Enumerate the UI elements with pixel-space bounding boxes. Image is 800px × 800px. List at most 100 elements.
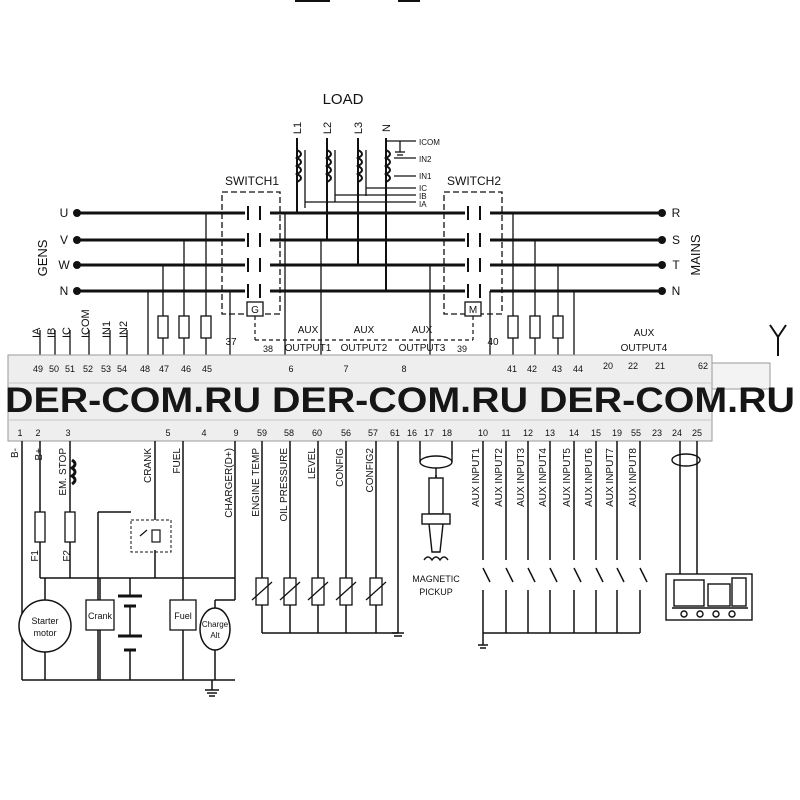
sensor-icon: [251, 577, 387, 606]
lower-labels: B- B+ EM. STOP F1 F2 CRANK FUEL CHARGER(…: [10, 448, 376, 562]
load-phase-label: L3: [353, 122, 365, 134]
crank-relay-box: [85, 599, 115, 631]
terminal-number: 15: [591, 428, 601, 438]
input-label: IN1: [101, 321, 113, 338]
lower-label: B+: [34, 448, 45, 461]
lower-label: F1: [30, 550, 41, 562]
ct-secondary-wires: [304, 140, 416, 208]
ct-label: IA: [419, 200, 427, 209]
aux-output-labels: AUX OUTPUT1 AUX OUTPUT2 AUX OUTPUT3 AUX …: [285, 325, 668, 354]
mains-line-label: T: [672, 258, 680, 272]
ct-coil-icon: [294, 149, 391, 183]
terminal-number: 41: [507, 364, 517, 374]
terminal-number: 58: [284, 428, 294, 438]
terminal-number: 16: [407, 428, 417, 438]
aux-output-label: OUTPUT3: [399, 343, 446, 354]
terminal-number: 11: [501, 428, 510, 438]
magnetic-pickup-label: MAGNETIC: [412, 574, 460, 584]
lower-label: F2: [62, 550, 73, 562]
input-label: IA: [31, 327, 43, 338]
charge-alt-label: Alt: [210, 631, 220, 640]
terminal-number: 53: [101, 364, 111, 374]
fuel-relay-box: [169, 599, 197, 631]
terminal-number: 6: [288, 364, 293, 374]
terminal-number: 60: [312, 428, 322, 438]
terminal-number: 13: [545, 428, 555, 438]
starter-label: motor: [33, 628, 56, 638]
lower-label: CHARGER(D+): [224, 448, 235, 518]
input-label: IN2: [118, 321, 130, 338]
bus-terminal-dots: [73, 209, 666, 295]
aux-output-label: AUX: [634, 328, 655, 339]
aux-output-label: AUX: [412, 325, 433, 336]
antenna-icon: [769, 324, 787, 356]
mains-line-label: R: [672, 206, 681, 220]
terminal-number: 42: [527, 364, 537, 374]
fuse-icon: [157, 315, 564, 339]
ct-label: IN1: [419, 172, 432, 181]
load-phase-label: L1: [292, 122, 304, 134]
terminal-number: 48: [140, 364, 150, 374]
terminal-number: 47: [159, 364, 169, 374]
mains-line-label: N: [672, 284, 681, 298]
watermark-text: DER-COM.RU DER-COM.RU DER-COM.RU: [5, 381, 795, 420]
switch-contact-icon: [247, 206, 481, 298]
load-phase-label: L2: [322, 122, 334, 134]
gens-line-label: N: [60, 284, 69, 298]
ct-label: IB: [419, 192, 427, 201]
terminal-number: 25: [692, 428, 702, 438]
twisted-pair-icon: [671, 453, 701, 467]
gens-line-label: W: [58, 258, 70, 272]
terminal-number: 23: [652, 428, 662, 438]
terminal-number: 9: [233, 428, 238, 438]
aux-output-label: OUTPUT4: [621, 343, 668, 354]
terminal-number: 49: [33, 364, 43, 374]
lower-label: CONFIG2: [365, 448, 376, 493]
input-switch-icon: [482, 567, 648, 605]
switch2-coil-label: M: [469, 305, 477, 316]
bottom-terminal-numbers: 1 2 3 5 4 9 59 58 60 56 57 61 16 17 18 1…: [17, 428, 702, 438]
lower-label: CONFIG: [335, 448, 346, 487]
load-label: LOAD: [323, 91, 364, 108]
terminal-number: 52: [83, 364, 93, 374]
gens-label: GENS: [35, 239, 50, 276]
terminal-number: 17: [424, 428, 434, 438]
load-phase-label: N: [381, 124, 393, 132]
ct-label: IN2: [419, 155, 432, 164]
mains-label: MAINS: [688, 234, 703, 276]
terminal-number: 62: [698, 361, 708, 371]
relay-box: [130, 519, 172, 553]
terminal-number: 7: [343, 364, 348, 374]
terminal-number: 5: [165, 428, 170, 438]
switch2-box: [443, 191, 503, 315]
ct-labels: ICOM IN2 IN1 IC IB IA: [419, 138, 440, 209]
controller-terminal-strip: [7, 354, 713, 442]
lower-label: B-: [10, 448, 21, 458]
emergency-stop-icon: [69, 458, 77, 486]
left-input-labels: IA IB IC ICOM IN1 IN2: [31, 309, 130, 338]
aux-input-labels: AUX INPUT1 AUX INPUT2 AUX INPUT3 AUX INP…: [471, 448, 639, 507]
switch2-label: SWITCH2: [447, 174, 501, 188]
lower-label: CRANK: [143, 448, 154, 483]
terminal-number: 10: [478, 428, 488, 438]
crank-relay-label: Crank: [88, 611, 113, 621]
terminal-number: 3: [65, 428, 70, 438]
terminal-number: 39: [457, 344, 467, 354]
terminal-number: 4: [201, 428, 206, 438]
gens-line-label: U: [60, 206, 69, 220]
terminal-number: 51: [65, 364, 75, 374]
terminal-strip-extension: [711, 362, 771, 390]
lower-label: OIL PRESSURE: [279, 448, 290, 522]
aux-input-label: AUX INPUT5: [562, 448, 573, 507]
input-label: ICOM: [80, 309, 92, 338]
terminal-number: 54: [117, 364, 127, 374]
lower-label: LEVEL: [307, 448, 318, 480]
aux-input-label: AUX INPUT6: [584, 448, 595, 507]
terminal-number: 37: [225, 337, 237, 348]
aux-input-label: AUX INPUT7: [605, 448, 616, 507]
ct-label: ICOM: [419, 138, 440, 147]
terminal-number: 38: [263, 344, 273, 354]
lower-label: ENGINE TEMP: [251, 448, 262, 517]
aux-input-label: AUX INPUT4: [538, 448, 549, 507]
